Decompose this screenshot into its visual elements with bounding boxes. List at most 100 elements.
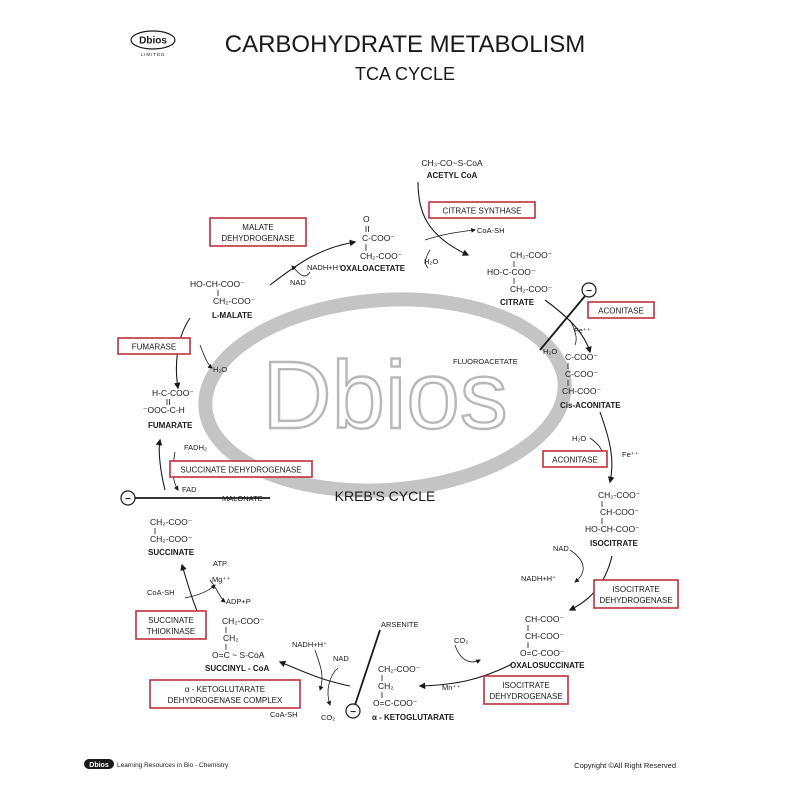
acetyl-coa: CH₃-CO~S-CoA ACETYL CoA [421, 158, 483, 180]
svg-text:O=C-COO⁻: O=C-COO⁻ [373, 698, 418, 708]
svg-text:Copyright ©All Right Reserved: Copyright ©All Right Reserved [574, 761, 676, 770]
enzyme-fumarase: FUMARASE [117, 337, 191, 355]
svg-text:MALONATE: MALONATE [222, 494, 263, 503]
svg-text:CH₂-COO⁻: CH₂-COO⁻ [378, 664, 421, 674]
svg-text:Dbios: Dbios [139, 36, 167, 47]
svg-text:H-C-COO⁻: H-C-COO⁻ [152, 388, 194, 398]
succinyl-coa: CH₂-COO⁻ CH₂ O=C ~ S-CoA SUCCINYL - CoA [205, 616, 270, 673]
svg-text:C-COO⁻: C-COO⁻ [565, 369, 598, 379]
svg-text:CH-COO⁻: CH-COO⁻ [525, 614, 564, 624]
alpha-ketoglutarate: CH₂-COO⁻ CH₂ O=C-COO⁻ α - KETOGLUTARATE [372, 664, 455, 722]
l-malate: HO-CH-COO⁻ CH₂-COO⁻ L-MALATE [190, 279, 256, 320]
header: Dbios LIMITED CARBOHYDRATE METABOLISM TC… [130, 30, 586, 84]
enzyme-aconitase-2: ACONITASE [542, 450, 608, 468]
page-subtitle: TCA CYCLE [355, 64, 455, 84]
fumarate: H-C-COO⁻ ⁻OOC-C-H FUMARATE [143, 388, 194, 430]
cis-aconitate: C-COO⁻ C-COO⁻ CH-COO⁻ Cis-ACONITATE [560, 352, 621, 410]
svg-text:Mg⁺⁺: Mg⁺⁺ [212, 575, 230, 584]
svg-text:SUCCINATE DEHYDROGENASE: SUCCINATE DEHYDROGENASE [180, 466, 301, 475]
svg-text:ADP+P: ADP+P [226, 597, 251, 606]
svg-text:CO₂: CO₂ [321, 713, 335, 722]
svg-text:FLUOROACETATE: FLUOROACETATE [453, 357, 518, 366]
enzyme-succinate-thiokinase: SUCCINATE THIOKINASE [135, 610, 207, 640]
svg-text:CH-COO⁻: CH-COO⁻ [525, 631, 564, 641]
svg-text:ACONITASE: ACONITASE [598, 307, 644, 316]
svg-text:α - KETOGLUTARATE: α - KETOGLUTARATE [185, 685, 265, 694]
svg-text:O: O [363, 214, 370, 224]
enzyme-akg-dh-complex: α - KETOGLUTARATE DEHYDROGENASE COMPLEX [149, 679, 301, 709]
inhibitor-lines: − − − [120, 282, 597, 719]
svg-text:FADH₂: FADH₂ [184, 443, 207, 452]
svg-text:ACETYL CoA: ACETYL CoA [427, 171, 478, 180]
svg-text:FUMARATE: FUMARATE [148, 421, 193, 430]
svg-text:CH-COO⁻: CH-COO⁻ [562, 386, 601, 396]
footer: Dbios Learning Resources in Bio - Chemis… [84, 759, 676, 770]
svg-text:Fe⁺⁺: Fe⁺⁺ [622, 450, 639, 459]
enzyme-malate-dh: MALATE DEHYDROGENASE [209, 217, 307, 247]
svg-text:CH₂-COO⁻: CH₂-COO⁻ [150, 534, 193, 544]
succinate: CH₂-COO⁻ CH₂-COO⁻ SUCCINATE [148, 517, 195, 557]
svg-text:CH₃-CO~S-CoA: CH₃-CO~S-CoA [421, 158, 483, 168]
svg-text:CH₂: CH₂ [378, 681, 394, 691]
svg-text:CH₂-COO⁻: CH₂-COO⁻ [510, 250, 553, 260]
svg-text:CH₂-COO⁻: CH₂-COO⁻ [213, 296, 256, 306]
svg-text:NAD: NAD [290, 278, 306, 287]
svg-text:−: − [125, 494, 131, 505]
cofactors: CoA-SH H₂O Fe⁺⁺ H₂O H₂O Fe⁺⁺ NAD NADH+H⁺… [147, 226, 639, 722]
svg-text:SUCCINYL - CoA: SUCCINYL - CoA [205, 664, 270, 673]
footer-logo: Dbios [84, 759, 114, 769]
svg-text:O=C ~ S-CoA: O=C ~ S-CoA [212, 650, 265, 660]
svg-text:⁻OOC-C-H: ⁻OOC-C-H [143, 405, 185, 415]
svg-text:CH₂: CH₂ [223, 633, 239, 643]
svg-text:NAD: NAD [553, 544, 569, 553]
enzyme-aconitase-1: ACONITASE [587, 301, 655, 319]
svg-text:NADH+H⁺: NADH+H⁺ [307, 263, 342, 272]
svg-text:THIOKINASE: THIOKINASE [147, 627, 195, 636]
svg-text:NAD: NAD [333, 654, 349, 663]
svg-text:HO-C-COO⁻: HO-C-COO⁻ [487, 267, 536, 277]
svg-text:CH₂-COO⁻: CH₂-COO⁻ [360, 251, 403, 261]
svg-text:ACONITASE: ACONITASE [552, 456, 598, 465]
svg-text:ISOCITRATE: ISOCITRATE [590, 539, 639, 548]
svg-text:OXALOSUCCINATE: OXALOSUCCINATE [510, 661, 585, 670]
svg-text:CH₂-COO⁻: CH₂-COO⁻ [150, 517, 193, 527]
svg-text:L-MALATE: L-MALATE [212, 311, 253, 320]
svg-text:O=C-COO⁻: O=C-COO⁻ [520, 648, 565, 658]
svg-text:HO-CH-COO⁻: HO-CH-COO⁻ [190, 279, 245, 289]
svg-text:CO₂: CO₂ [454, 636, 468, 645]
svg-text:Cis-ACONITATE: Cis-ACONITATE [560, 401, 621, 410]
cycle-arrows [155, 181, 615, 690]
inhibitor-labels: FLUOROACETATE MALONATE ARSENITE [222, 357, 518, 629]
svg-text:OXALOACETATE: OXALOACETATE [340, 264, 406, 273]
svg-text:NADH+H⁺: NADH+H⁺ [292, 640, 327, 649]
svg-text:Dbios: Dbios [89, 762, 109, 769]
svg-text:HO-CH-COO⁻: HO-CH-COO⁻ [585, 524, 640, 534]
svg-text:ISOCITRATE: ISOCITRATE [502, 681, 549, 690]
enzyme-succinate-dh: SUCCINATE DEHYDROGENASE [169, 460, 313, 478]
svg-text:CH₂-COO⁻: CH₂-COO⁻ [598, 490, 641, 500]
enzyme-isocitrate-dh-1: ISOCITRATE DEHYDROGENASE [593, 579, 679, 609]
svg-text:NADH+H⁺: NADH+H⁺ [521, 574, 556, 583]
dbios-logo: Dbios LIMITED [130, 30, 176, 57]
svg-text:CH-COO⁻: CH-COO⁻ [600, 507, 639, 517]
svg-text:C-COO⁻: C-COO⁻ [565, 352, 598, 362]
svg-text:CoA-SH: CoA-SH [147, 588, 175, 597]
citrate: CH₂-COO⁻ HO-C-COO⁻ CH₂-COO⁻ CITRATE [487, 250, 553, 307]
watermark: Dbios [198, 292, 572, 498]
svg-text:C-COO⁻: C-COO⁻ [362, 233, 395, 243]
oxaloacetate: O C-COO⁻ CH₂-COO⁻ OXALOACETATE [340, 214, 406, 273]
svg-text:Learning Resources in Bio - Ch: Learning Resources in Bio - Chemistry [117, 762, 229, 769]
svg-text:H₂O: H₂O [572, 434, 586, 443]
svg-text:ATP: ATP [213, 559, 227, 568]
svg-text:−: − [586, 286, 592, 297]
svg-text:DEHYDROGENASE COMPLEX: DEHYDROGENASE COMPLEX [168, 696, 283, 705]
svg-text:CH₂-COO⁻: CH₂-COO⁻ [510, 284, 553, 294]
svg-text:ISOCITRATE: ISOCITRATE [612, 585, 659, 594]
svg-text:H₂O: H₂O [424, 257, 438, 266]
svg-text:H₂O: H₂O [213, 365, 227, 374]
enzyme-isocitrate-dh-2: ISOCITRATE DEHYDROGENASE [483, 675, 569, 705]
svg-text:SUCCINATE: SUCCINATE [148, 548, 195, 557]
page-title: CARBOHYDRATE METABOLISM [225, 31, 586, 58]
svg-text:SUCCINATE: SUCCINATE [148, 616, 194, 625]
